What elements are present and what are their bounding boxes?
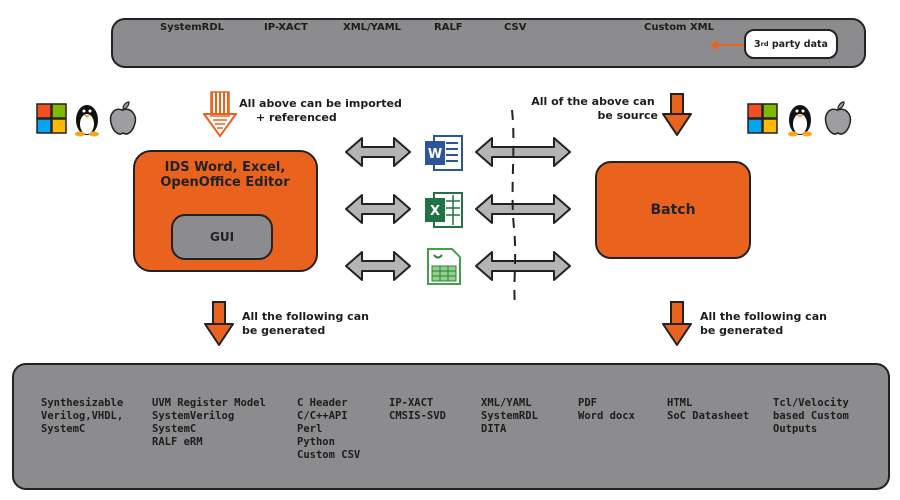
apple-icon <box>109 101 137 135</box>
import-arrow <box>203 91 237 138</box>
output-col-custom: Tcl/Velocity based Custom Outputs <box>773 397 849 436</box>
output-item: CMSIS-SVD <box>389 410 446 422</box>
double-arrow-left-2 <box>345 194 411 224</box>
format-ralf: RALF <box>434 22 463 33</box>
third-party-label: party data <box>771 38 828 50</box>
output-item: Verilog,VHDL, <box>41 410 124 422</box>
openoffice-calc-icon <box>427 248 461 285</box>
exchange-arrows <box>345 137 571 281</box>
output-item: SoC Datasheet <box>667 410 750 422</box>
windows-icon <box>747 103 778 134</box>
input-formats-bar <box>111 18 866 68</box>
output-col-docs: PDF Word docx <box>578 397 635 423</box>
linux-icon <box>788 105 812 137</box>
double-arrow-right-2 <box>475 194 571 224</box>
source-arrow <box>662 93 692 136</box>
output-formats-bar <box>12 363 890 490</box>
output-item: DITA <box>481 423 507 435</box>
output-item: SystemC <box>41 423 86 435</box>
format-xml-yaml: XML/YAML <box>343 22 402 33</box>
generate-note-left-line1: All the following can <box>242 310 369 323</box>
gui-box: GUI <box>171 214 273 260</box>
import-note: All above can be imported + referenced <box>238 97 403 125</box>
format-custom-xml: Custom XML <box>644 22 714 33</box>
ids-editor-title-line2: OpenOffice Editor <box>160 175 290 190</box>
source-note-line2: be source <box>597 109 658 122</box>
generate-note-right: All the following can be generated <box>700 310 840 338</box>
output-item: RALF eRM <box>152 436 203 448</box>
output-item: Perl <box>297 423 323 435</box>
apple-icon <box>824 101 852 135</box>
generate-note-left-line2: be generated <box>242 324 326 337</box>
generate-note-left: All the following can be generated <box>242 310 382 338</box>
ids-editor-title-line1: IDS Word, Excel, <box>164 160 286 175</box>
output-item: IP-XACT <box>389 397 434 409</box>
windows-icon <box>36 103 67 134</box>
generate-note-right-line2: be generated <box>700 324 784 337</box>
double-arrow-left-3 <box>345 251 411 281</box>
import-note-line1: All above can be imported <box>239 97 402 110</box>
generate-arrow-left <box>204 301 234 346</box>
os-icons-left <box>36 101 137 137</box>
third-party-arrow <box>710 40 744 50</box>
format-systemrdl: SystemRDL <box>160 22 225 33</box>
source-note-line1: All of the above can <box>531 95 655 108</box>
ids-editor-title: IDS Word, Excel, OpenOffice Editor <box>150 160 300 190</box>
output-col-hdl: Synthesizable Verilog,VHDL, SystemC <box>41 397 123 436</box>
format-csv: CSV <box>504 22 527 33</box>
divider-line <box>511 109 517 307</box>
batch-box: Batch <box>595 161 751 259</box>
svg-text:X: X <box>430 204 440 219</box>
output-item: HTML <box>667 397 693 409</box>
output-item: C/C++API <box>297 410 348 422</box>
import-note-line2: + referenced <box>256 111 337 124</box>
os-icons-right <box>747 101 852 137</box>
output-item: PDF <box>578 397 597 409</box>
output-item: SystemVerilog <box>152 410 235 422</box>
output-col-xml: XML/YAML SystemRDL DITA <box>481 397 538 436</box>
format-ip-xact: IP-XACT <box>264 22 308 33</box>
output-col-html: HTML SoC Datasheet <box>667 397 749 423</box>
linux-icon <box>75 105 99 137</box>
output-item: Tcl/Velocity <box>773 397 849 409</box>
third-party-sup: rd <box>760 40 769 48</box>
output-col-uvm: UVM Register Model SystemVerilog SystemC… <box>152 397 266 449</box>
double-arrow-left-1 <box>345 137 411 167</box>
double-arrow-right-1 <box>475 137 571 167</box>
output-item: SystemRDL <box>481 410 538 422</box>
output-item: C Header <box>297 397 348 409</box>
output-item: Custom CSV <box>297 449 361 461</box>
output-item: XML/YAML <box>481 397 532 409</box>
output-item: Python <box>297 436 335 448</box>
generate-arrow-right <box>662 301 692 346</box>
output-item: based Custom <box>773 410 849 422</box>
output-item: Outputs <box>773 423 818 435</box>
excel-icon: X <box>425 192 463 228</box>
svg-text:W: W <box>428 147 442 162</box>
source-note: All of the above can be source <box>528 95 658 123</box>
output-item: UVM Register Model <box>152 397 266 409</box>
output-col-ipxact: IP-XACT CMSIS-SVD <box>389 397 446 423</box>
output-item: SystemC <box>152 423 197 435</box>
output-item: Synthesizable <box>41 397 124 409</box>
generate-note-right-line1: All the following can <box>700 310 827 323</box>
third-party-prefix: 3 <box>754 38 761 50</box>
output-item: Word docx <box>578 410 635 422</box>
output-col-software: C Header C/C++API Perl Python Custom CSV <box>297 397 360 462</box>
double-arrow-right-3 <box>475 251 571 281</box>
word-icon: W <box>425 135 463 171</box>
